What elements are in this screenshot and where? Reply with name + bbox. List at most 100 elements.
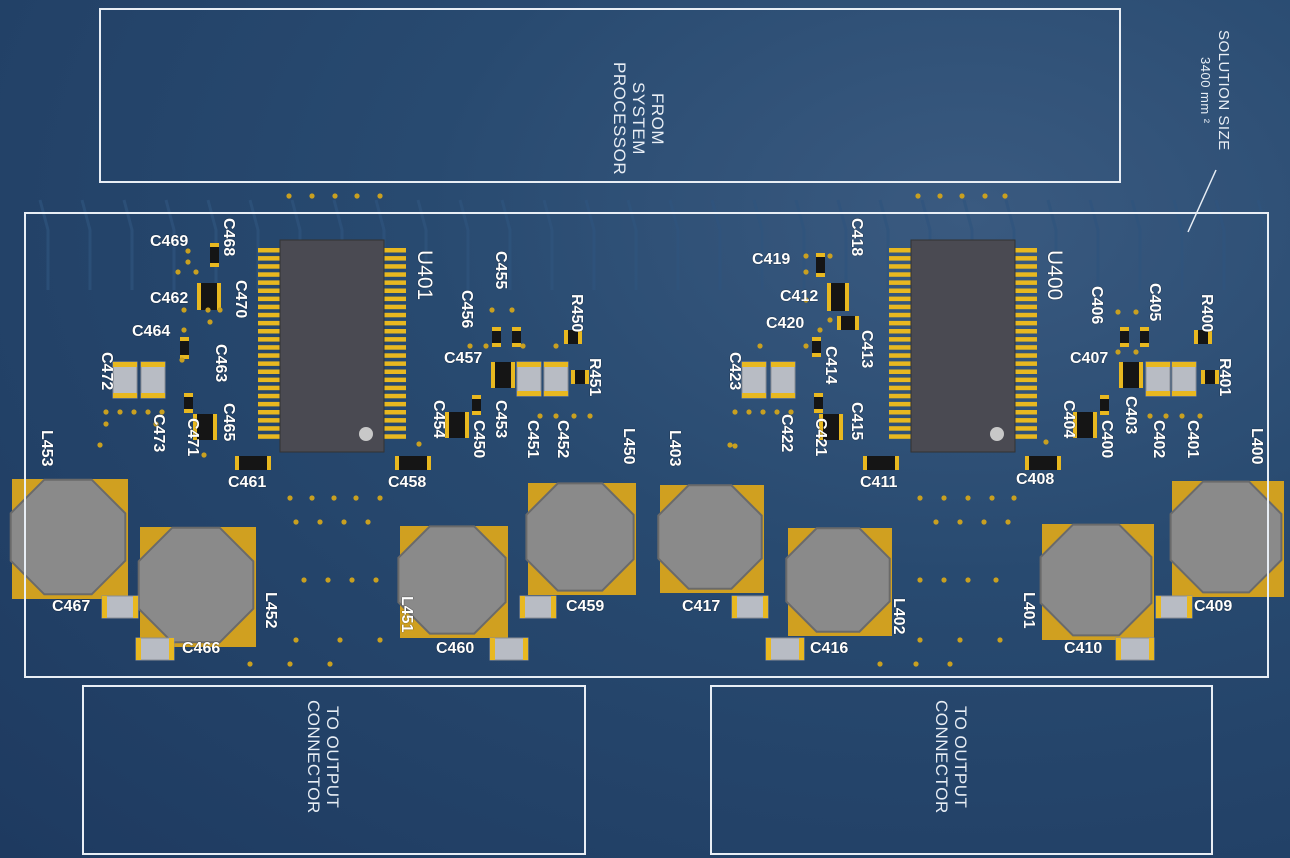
refdes: C471	[184, 418, 201, 457]
smd-pad	[267, 456, 271, 470]
ic-pin	[384, 353, 406, 358]
cap-pad	[1172, 362, 1196, 367]
via	[185, 248, 191, 254]
ic-pin	[384, 345, 406, 350]
via	[827, 253, 833, 259]
refdes: C401	[1184, 420, 1201, 459]
smd-pad	[895, 456, 899, 470]
via	[247, 661, 253, 667]
refdes: L450	[620, 428, 637, 465]
refdes: C415	[848, 402, 865, 441]
ic-pin	[258, 401, 280, 407]
block-line: TO OUTPUT	[951, 705, 970, 809]
via	[1133, 309, 1139, 315]
refdes: C422	[778, 414, 795, 453]
ic-pin	[384, 377, 406, 383]
ic-pin	[258, 288, 280, 293]
cap-pad	[1172, 391, 1196, 396]
refdes: C452	[554, 420, 571, 459]
smd-body	[210, 246, 219, 264]
via	[287, 495, 293, 501]
trace	[836, 199, 848, 290]
smd-pad	[819, 414, 823, 440]
via	[959, 193, 965, 199]
refdes: L451	[398, 596, 415, 633]
via	[309, 495, 315, 501]
block-line: CONNECTOR	[932, 700, 951, 814]
via	[341, 519, 347, 525]
ic-pin	[889, 248, 911, 253]
smd-pad	[445, 412, 449, 438]
ic-pin1-mark	[359, 427, 373, 441]
cap-pad	[763, 596, 768, 618]
smd-pad	[465, 412, 469, 438]
smd-pad	[1025, 456, 1029, 470]
refdes: C411	[860, 474, 898, 491]
block-line: FROM	[648, 92, 667, 145]
refdes: C420	[766, 315, 805, 332]
cap-pad	[1116, 638, 1121, 660]
via	[317, 519, 323, 525]
smd-body	[812, 340, 821, 354]
smd-pad	[812, 353, 821, 357]
trace	[584, 199, 596, 290]
refdes: C405	[1146, 283, 1163, 322]
ic-pin	[889, 353, 911, 358]
inductor-l451	[397, 525, 507, 635]
via	[331, 495, 337, 501]
via	[937, 193, 943, 199]
refdes: C455	[492, 251, 509, 290]
trace	[1214, 199, 1226, 290]
smd-pad	[814, 393, 823, 397]
ic-pin	[1015, 256, 1037, 261]
via	[175, 269, 181, 275]
ic-pin	[889, 361, 911, 366]
refdes: C460	[436, 640, 475, 657]
smd-body	[238, 456, 268, 470]
via	[817, 327, 823, 333]
cap-pad	[113, 393, 137, 398]
via	[181, 327, 187, 333]
ic-pin	[384, 264, 406, 269]
cap-pad	[169, 638, 174, 660]
smd-pad	[816, 273, 825, 277]
ic-pin	[1015, 312, 1037, 318]
smd-body	[180, 340, 189, 356]
via	[760, 409, 766, 415]
via	[327, 661, 333, 667]
ic-pin	[1015, 288, 1037, 293]
via	[353, 495, 359, 501]
refdes: C468	[220, 218, 237, 257]
smd-pad	[1194, 330, 1198, 344]
refdes: C454	[430, 400, 447, 439]
ic-pin	[889, 434, 911, 439]
to-output-connector-text-right: TO OUTPUT CONNECTOR	[932, 700, 970, 814]
via	[917, 637, 923, 643]
via	[377, 495, 383, 501]
leader-line	[1187, 169, 1217, 233]
via	[993, 577, 999, 583]
cap-body	[140, 361, 166, 399]
smd-pad	[472, 395, 481, 399]
ic-pin	[384, 426, 406, 431]
via	[1147, 413, 1153, 419]
ic-body	[279, 239, 385, 453]
smd-pad	[1208, 330, 1212, 344]
via	[293, 637, 299, 643]
via	[537, 413, 543, 419]
via	[1115, 309, 1121, 315]
via	[732, 443, 738, 449]
via	[997, 637, 1003, 643]
trace	[1088, 199, 1100, 290]
via	[941, 495, 947, 501]
trace	[122, 199, 134, 290]
smd-pad	[395, 456, 399, 470]
smd-body	[494, 362, 512, 388]
smd-body	[512, 330, 521, 344]
smd-pad	[814, 409, 823, 413]
ic-pin	[384, 288, 406, 293]
refdes: C453	[492, 400, 509, 439]
refdes: L402	[890, 598, 907, 635]
